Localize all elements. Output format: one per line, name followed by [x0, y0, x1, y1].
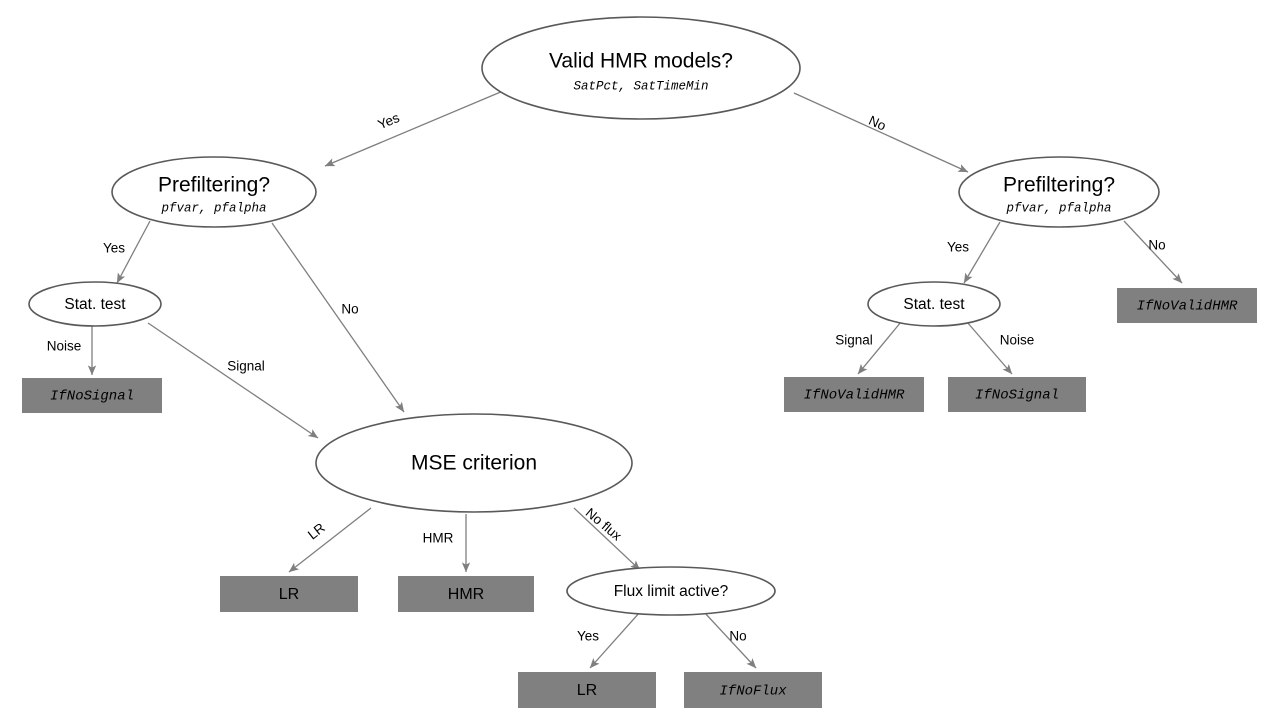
node-output-ifnoflux-label: IfNoFlux [719, 684, 787, 700]
node-stat-test-right[interactable]: Stat. test [867, 281, 1001, 327]
node-output-lr-mse[interactable]: LR [220, 576, 358, 612]
edge-flux-yes: Yes [577, 611, 641, 669]
edge-label-mse-lr: LR [305, 520, 328, 543]
node-valid-hmr-models-params: SatPct, SatTimeMin [573, 79, 708, 93]
node-prefiltering-right[interactable]: Prefiltering? pfvar, pfalpha [958, 156, 1160, 228]
edge-mse-noflux: No flux [573, 505, 641, 571]
edge-stat-left-signal: Signal [147, 322, 319, 439]
edge-pf-right-yes: Yes [947, 221, 1001, 284]
node-output-hmr-mse-label: HMR [448, 586, 484, 603]
edge-label-pf-left-no: No [341, 302, 358, 317]
edge-mse-hmr: HMR [423, 514, 471, 573]
node-prefiltering-right-label: Prefiltering? [1003, 174, 1115, 197]
node-stat-test-right-label: Stat. test [903, 296, 965, 313]
edge-label-mse-hmr: HMR [423, 531, 454, 546]
node-prefiltering-right-params: pfvar, pfalpha [1005, 201, 1111, 215]
node-mse-criterion[interactable]: MSE criterion [315, 413, 633, 513]
edge-label-stat-right-signal: Signal [835, 333, 873, 348]
node-flux-limit-active-label: Flux limit active? [614, 583, 729, 600]
edge-flux-no: No [703, 611, 757, 669]
node-output-hmr-mse[interactable]: HMR [398, 576, 534, 612]
edge-label-mse-noflux: No flux [583, 505, 625, 544]
edge-pf-left-yes: Yes [103, 220, 151, 284]
node-output-lr-flux[interactable]: LR [518, 672, 656, 708]
node-valid-hmr-models-label: Valid HMR models? [549, 50, 733, 73]
edge-root-yes: Yes [324, 90, 504, 167]
edge-stat-right-noise: Noise [966, 321, 1035, 375]
edge-pf-left-no: No [271, 222, 405, 413]
edge-pf-right-no: No [1123, 220, 1183, 284]
edge-stat-left-noise: Noise [47, 324, 97, 376]
node-valid-hmr-models[interactable]: Valid HMR models? SatPct, SatTimeMin [481, 16, 801, 120]
node-output-ifnosignal-right[interactable]: IfNoSignal [948, 377, 1086, 412]
node-output-ifnoflux[interactable]: IfNoFlux [684, 672, 822, 708]
edge-label-flux-yes: Yes [577, 629, 599, 644]
edge-label-pf-right-no: No [1148, 238, 1165, 253]
node-output-ifnovalidhmr-right-label: IfNoValidHMR [1137, 299, 1238, 315]
edge-label-stat-left-signal: Signal [227, 359, 265, 374]
node-mse-criterion-label: MSE criterion [411, 452, 537, 475]
node-flux-limit-active[interactable]: Flux limit active? [566, 566, 776, 616]
edge-label-pf-right-yes: Yes [947, 240, 969, 255]
edge-label-stat-right-noise: Noise [1000, 333, 1035, 348]
node-prefiltering-left-label: Prefiltering? [158, 174, 270, 197]
node-output-ifnosignal-right-label: IfNoSignal [975, 388, 1059, 404]
edge-label-root-no: No [866, 113, 888, 134]
edge-mse-lr: LR [288, 507, 372, 573]
edge-label-root-yes: Yes [376, 110, 402, 132]
node-stat-test-left[interactable]: Stat. test [28, 281, 162, 327]
node-output-ifnovalidhmr-mid-label: IfNoValidHMR [804, 388, 905, 404]
edge-label-pf-left-yes: Yes [103, 241, 125, 256]
node-output-lr-mse-label: LR [279, 586, 299, 603]
node-output-lr-flux-label: LR [577, 682, 597, 699]
node-prefiltering-left-params: pfvar, pfalpha [160, 201, 266, 215]
edge-stat-right-signal: Signal [835, 321, 902, 375]
edge-root-no: No [793, 92, 969, 173]
node-output-ifnosignal-left[interactable]: IfNoSignal [22, 378, 162, 413]
edge-label-flux-no: No [729, 629, 746, 644]
node-output-ifnovalidhmr-mid[interactable]: IfNoValidHMR [784, 377, 924, 412]
node-output-ifnosignal-left-label: IfNoSignal [50, 389, 134, 405]
node-stat-test-left-label: Stat. test [64, 296, 126, 313]
edge-label-stat-left-noise: Noise [47, 339, 82, 354]
node-prefiltering-left[interactable]: Prefiltering? pfvar, pfalpha [111, 156, 317, 228]
node-output-ifnovalidhmr-right[interactable]: IfNoValidHMR [1117, 288, 1257, 323]
